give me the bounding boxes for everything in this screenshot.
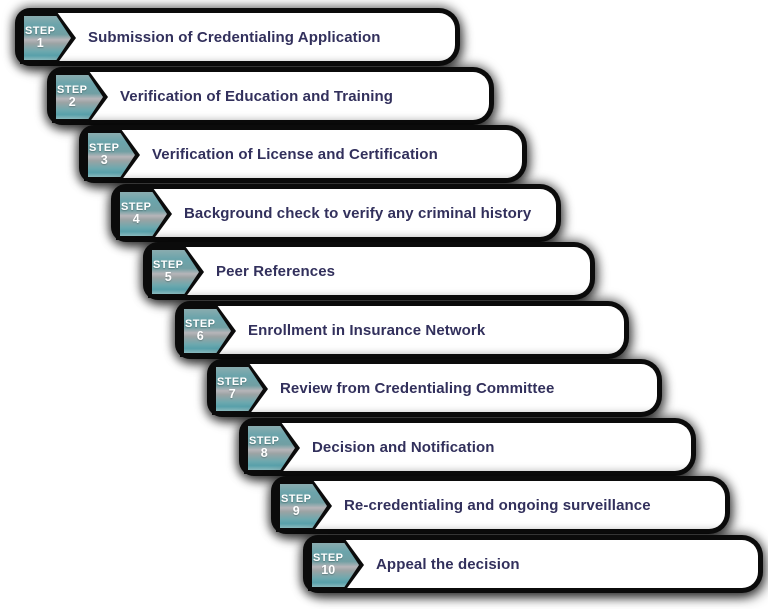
step-title: Verification of Education and Training <box>120 87 393 105</box>
step-bar <box>244 423 691 471</box>
step-badge-text: STEP 4 <box>120 192 152 236</box>
step-badge-text: STEP 3 <box>88 133 120 177</box>
step-number-label: 10 <box>321 563 336 578</box>
step-badge: STEP 5 <box>148 246 204 298</box>
step-number-label: 6 <box>196 329 204 344</box>
step-title: Re-credentialing and ongoing surveillanc… <box>344 496 651 514</box>
step-row: STEP 2 Verification of Education and Tra… <box>50 71 489 123</box>
step-word-label: STEP <box>25 24 56 37</box>
step-word-label: STEP <box>217 375 248 388</box>
step-number-label: 8 <box>260 446 268 461</box>
step-badge: STEP 8 <box>244 422 300 474</box>
step-bar <box>276 481 725 529</box>
step-title: Appeal the decision <box>376 555 520 573</box>
step-row: STEP 1 Submission of Credentialing Appli… <box>18 12 455 64</box>
step-badge-text: STEP 10 <box>312 543 344 587</box>
step-number-label: 3 <box>100 153 108 168</box>
step-badge-text: STEP 2 <box>56 75 88 119</box>
step-row: STEP 7 Review from Credentialing Committ… <box>210 363 657 415</box>
step-word-label: STEP <box>153 258 184 271</box>
step-word-label: STEP <box>185 317 216 330</box>
step-bar <box>180 306 624 354</box>
step-title: Enrollment in Insurance Network <box>248 321 486 339</box>
step-badge-text: STEP 5 <box>152 250 184 294</box>
step-word-label: STEP <box>313 551 344 564</box>
step-badge: STEP 9 <box>276 480 332 532</box>
step-row: STEP 5 Peer References <box>146 246 590 298</box>
step-title: Peer References <box>216 262 336 280</box>
step-number-label: 5 <box>164 270 172 285</box>
step-bar <box>212 364 657 412</box>
step-word-label: STEP <box>89 141 120 154</box>
step-badge-text: STEP 1 <box>24 16 56 60</box>
step-badge-text: STEP 7 <box>216 367 248 411</box>
step-title: Review from Credentialing Committee <box>280 379 555 397</box>
step-badge-text: STEP 6 <box>184 309 216 353</box>
step-badge: STEP 3 <box>84 129 140 181</box>
step-bar <box>52 72 489 120</box>
step-badge: STEP 6 <box>180 305 236 357</box>
step-badge-text: STEP 9 <box>280 484 312 528</box>
step-badge: STEP 10 <box>308 539 364 591</box>
step-word-label: STEP <box>249 434 280 447</box>
step-row: STEP 6 Enrollment in Insurance Network <box>178 305 624 357</box>
step-title: Decision and Notification <box>312 438 495 456</box>
step-number-label: 7 <box>228 387 236 402</box>
step-bar <box>308 540 758 588</box>
step-badge: STEP 2 <box>52 71 108 123</box>
step-row: STEP 9 Re-credentialing and ongoing surv… <box>274 480 725 532</box>
step-row: STEP 8 Decision and Notification <box>242 422 691 474</box>
step-bar <box>116 189 556 237</box>
step-arrow: STEP 2 <box>56 75 103 119</box>
step-title: Background check to verify any criminal … <box>184 204 532 222</box>
step-number-label: 2 <box>68 95 76 110</box>
step-bar <box>84 130 522 178</box>
step-badge: STEP 7 <box>212 363 268 415</box>
step-word-label: STEP <box>57 83 88 96</box>
step-title: Submission of Credentialing Application <box>88 28 381 46</box>
step-number-label: 9 <box>292 504 300 519</box>
step-row: STEP 3 Verification of License and Certi… <box>82 129 522 181</box>
step-badge: STEP 1 <box>20 12 76 64</box>
step-badge-text: STEP 8 <box>248 426 280 470</box>
step-bar <box>20 13 455 61</box>
step-title: Verification of License and Certificatio… <box>152 145 438 163</box>
step-row: STEP 4 Background check to verify any cr… <box>114 188 556 240</box>
step-bar <box>148 247 590 295</box>
step-word-label: STEP <box>281 492 312 505</box>
step-badge: STEP 4 <box>116 188 172 240</box>
step-row: STEP 10 Appeal the decision <box>306 539 758 591</box>
step-number-label: 1 <box>36 36 44 51</box>
step-number-label: 4 <box>132 212 140 227</box>
step-word-label: STEP <box>121 200 152 213</box>
